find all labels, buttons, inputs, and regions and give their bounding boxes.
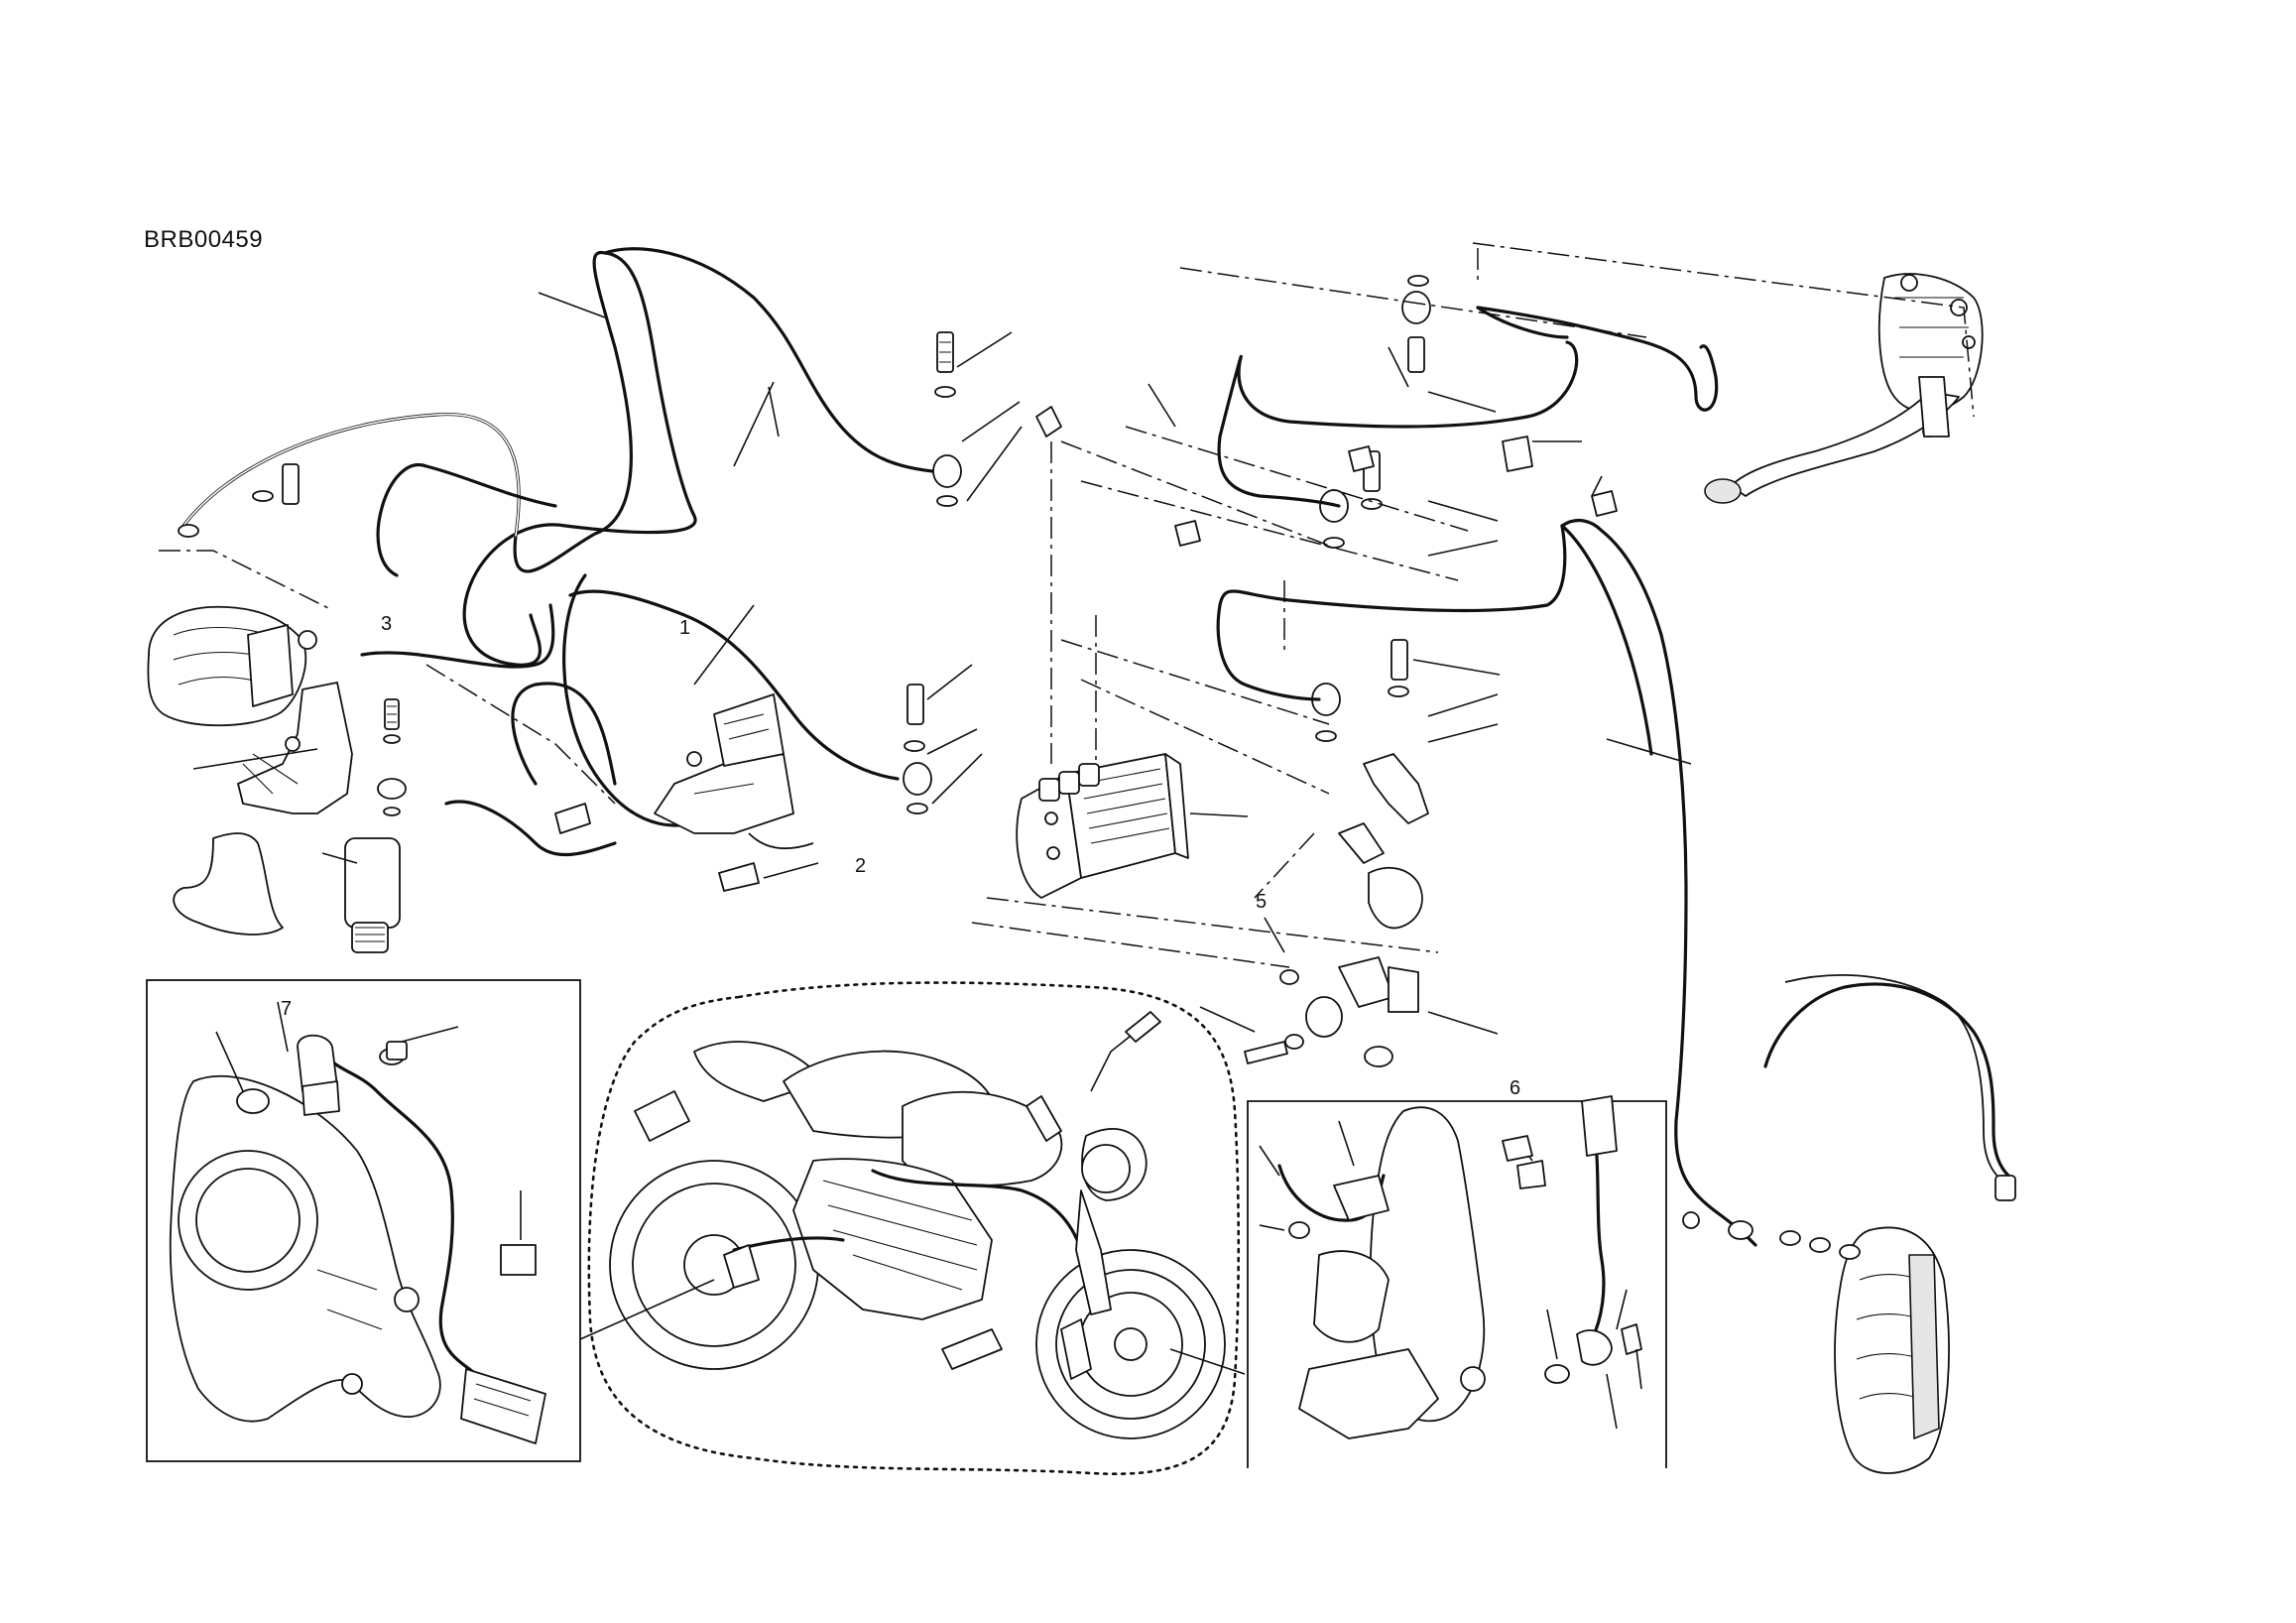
clips-and-connectors	[554, 406, 1618, 1162]
bike-locator-boundary	[587, 981, 1241, 1475]
callout-7: 7	[281, 998, 293, 1020]
rear-valve-bracket	[654, 693, 814, 892]
callout-5: 5	[1256, 891, 1268, 913]
rear-master-cylinder	[344, 698, 407, 953]
rear-brake-hose	[181, 250, 697, 667]
motorcycle-illustration	[609, 1011, 1226, 1439]
locator-line-front	[1169, 1348, 1246, 1375]
rear-guard	[173, 682, 353, 936]
inset-front-sensor-frame-left	[1247, 1100, 1488, 1468]
callout-3: 3	[381, 613, 393, 635]
rear-brake-line-lower	[444, 682, 617, 857]
banjo-bolts-mid	[178, 275, 1431, 814]
inset-rear-sensor	[169, 1001, 546, 1444]
inset-front-sensor-frame-right	[1488, 1100, 1667, 1468]
callout-6: 6	[1510, 1077, 1521, 1099]
leader-lines	[192, 292, 1692, 1035]
abs-bracket-right	[1244, 753, 1429, 1067]
locator-line-rear	[579, 1279, 715, 1340]
callout-2: 2	[855, 855, 867, 877]
front-brake-hose-upper	[1216, 306, 1757, 1247]
front-caliper	[1682, 974, 2016, 1474]
callout-1: 1	[679, 617, 691, 639]
abs-modulator-unit	[1016, 753, 1189, 899]
inset-front-sensor	[1259, 1095, 1642, 1439]
front-brake-lever-assembly	[1704, 273, 1984, 504]
diagram-reference-code: BRB00459	[144, 226, 264, 253]
inset-rear-sensor-frame	[146, 979, 581, 1462]
rear-caliper	[147, 605, 317, 727]
rear-brake-line-upper	[360, 247, 934, 827]
assembly-guide-lines	[159, 242, 1975, 968]
